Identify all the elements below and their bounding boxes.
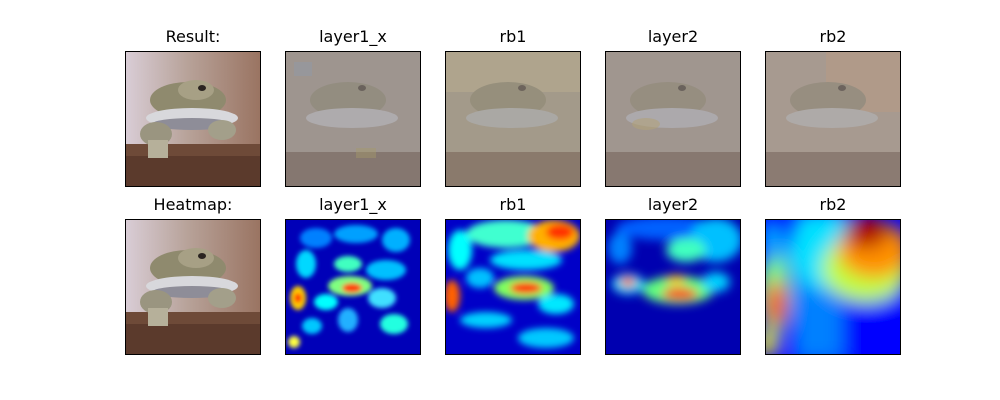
heatmap-frog-image [125,219,261,355]
heatmap-rb2 [765,219,901,355]
heatmap-rb1 [445,219,581,355]
title-bottom-rb1: rb1 [499,195,527,214]
heatmap-layer2 [605,219,741,355]
jet-heatmap [606,220,740,354]
title-top-layer2: layer2 [647,27,699,46]
frog-photo-faded [766,52,900,186]
frog-photo [126,52,260,186]
top-rb1-overlay [445,51,581,187]
heatmap-layer1-x [285,219,421,355]
title-top-layer1-x: layer1_x [319,27,387,46]
jet-heatmap [766,220,900,354]
frog-photo-faded [286,52,420,186]
title-heatmap: Heatmap: [153,195,233,214]
jet-heatmap [286,220,420,354]
jet-heatmap [446,220,580,354]
title-result: Result: [165,27,221,46]
result-frog-image [125,51,261,187]
title-top-rb2: rb2 [819,27,847,46]
title-top-rb1: rb1 [499,27,527,46]
title-bottom-layer1-x: layer1_x [319,195,387,214]
title-bottom-rb2: rb2 [819,195,847,214]
frog-photo [126,220,260,354]
frog-photo-faded [446,52,580,186]
top-layer1-x-overlay [285,51,421,187]
title-bottom-layer2: layer2 [647,195,699,214]
frog-photo-faded [606,52,740,186]
top-layer2-overlay [605,51,741,187]
top-rb2-overlay [765,51,901,187]
